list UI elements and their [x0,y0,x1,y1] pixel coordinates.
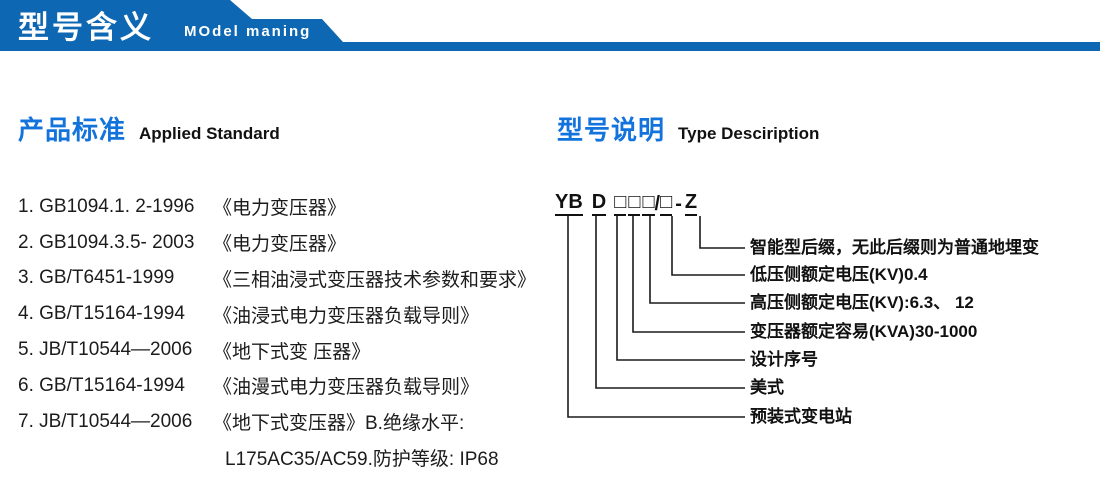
diagram-label: 变压器额定容易(KVA)30-1000 [750,322,978,341]
standard-code: 4. GB/T15164-1994 [18,303,185,325]
model-code: YB D □ □ □ / □ - Z [555,191,698,216]
type-description-heading-cn: 型号说明 [557,115,666,145]
standard-title: 《地下式变 压器》 [213,341,371,363]
standard-code: 5. JB/T10544—2006 [18,339,193,361]
standard-title: 《油漫式电力变压器负载导则》 [213,377,480,399]
model-code-part: Z [684,191,698,216]
model-naming-diagram: YB D □ □ □ / □ - Z 智能型后缀，无此后缀则为普通地埋变 低压侧… [550,185,1100,475]
model-code-part: □ [660,191,673,216]
diagram-label: 低压侧额定电压(KV)0.4 [750,265,928,284]
standard-item: 7. JB/T10544—2006 《地下式变压器》B.绝缘水平: [18,404,538,440]
model-code-part: D [591,191,607,216]
standard-code: 3. GB/T6451-1999 [18,267,175,289]
model-code-part: □ [642,191,655,216]
standard-title: 《三相油浸式变压器技术参数和要求》 [213,269,537,291]
diagram-connector-lines [567,216,745,418]
banner-title-cn: 型号含义 [18,10,154,45]
type-description-heading-en: Type Desciription [678,124,820,143]
diagram-label: 高压侧额定电压(KV):6.3、 12 [750,293,974,312]
standards-heading: 产品标准 Applied Standard [18,110,280,147]
standard-title: 《油浸式电力变压器负载导则》 [213,305,480,327]
standards-heading-cn: 产品标准 [18,115,127,145]
standard-item: 1. GB1094.1. 2-1996 《电力变压器》 [18,189,538,225]
standard-item: 6. GB/T15164-1994 《油漫式电力变压器负载导则》 [18,368,538,404]
diagram-label: 智能型后缀，无此后缀则为普通地埋变 [750,238,1039,257]
standard-code: 1. GB1094.1. 2-1996 [18,195,195,217]
model-code-part: / [654,193,661,215]
model-code-part: □ [628,191,641,216]
banner: 型号含义 MOdel maning [0,0,1100,51]
standard-item: 3. GB/T6451-1999 《三相油浸式变压器技术参数和要求》 [18,261,538,297]
standards-list: 1. GB1094.1. 2-1996 《电力变压器》 2. GB1094.3.… [18,189,538,475]
model-code-part: □ [614,191,627,216]
standard-code: 6. GB/T15164-1994 [18,374,185,396]
standard-code: 7. JB/T10544—2006 [18,410,193,432]
standards-heading-en: Applied Standard [139,124,280,143]
standard-title: 《地下式变压器》B.绝缘水平: [213,413,465,435]
standard-item: 4. GB/T15164-1994 《油浸式电力变压器负载导则》 [18,296,538,332]
model-code-part: YB [555,191,583,216]
standard-item-continuation: L175AC35/AC59.防护等级: IP68 [225,448,499,470]
standard-title: 《电力变压器》 [213,198,347,220]
standard-item: 5. JB/T10544—2006 《地下式变 压器》 [18,332,538,368]
diagram-label: 设计序号 [750,350,818,369]
standard-item: 2. GB1094.3.5- 2003 《电力变压器》 [18,225,538,261]
banner-title-en: MOdel maning [184,23,312,40]
standard-code: 2. GB1094.3.5- 2003 [18,231,195,253]
diagram-label: 美式 [750,378,784,397]
standard-title: 《电力变压器》 [213,234,347,256]
model-code-part: - [675,193,682,215]
type-description-heading: 型号说明 Type Desciription [557,110,819,147]
diagram-label: 预装式变电站 [750,407,852,426]
